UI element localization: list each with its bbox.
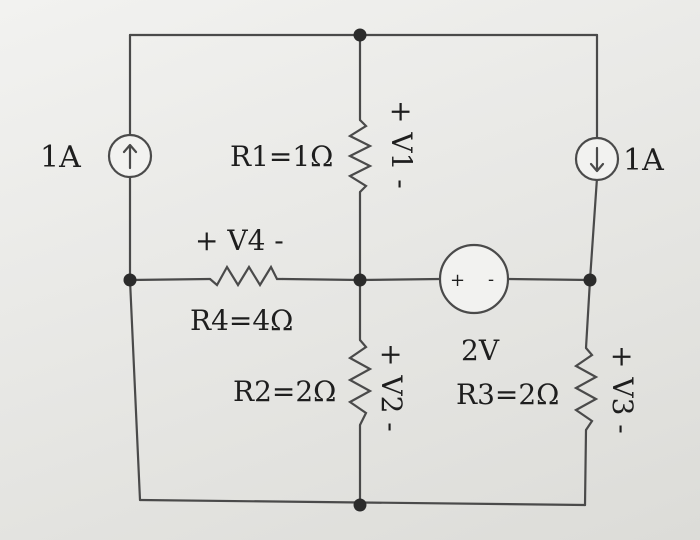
node-left (123, 273, 137, 287)
source-left-label: 1A (40, 140, 81, 175)
wire-r3-to-bottom (583, 428, 588, 507)
v1-label: + V1 - (385, 100, 418, 189)
wire-right-mid (588, 176, 599, 282)
wire-left-lower (128, 278, 142, 502)
current-source-right (574, 136, 620, 182)
wire-r4-to-center (281, 277, 362, 282)
wire-vsrc-to-right (506, 277, 592, 282)
v4-label: + V4 - (195, 224, 284, 257)
resistor-r2 (347, 339, 373, 426)
node-right (583, 273, 597, 287)
v3-label: + V3 - (606, 345, 639, 434)
vsource-minus: - (488, 269, 494, 290)
voltage-source: + - (438, 243, 510, 315)
r2-label: R2=2Ω (233, 375, 336, 408)
wire-right-to-r3 (584, 278, 592, 350)
source-right-label: 1A (623, 143, 664, 178)
current-source-left (107, 133, 153, 179)
arrow-down-icon (589, 146, 605, 173)
node-top (353, 28, 367, 42)
r3-label: R3=2Ω (456, 378, 559, 411)
v2-label: + V2 - (375, 343, 408, 432)
resistor-r1 (347, 119, 373, 193)
nodes (123, 28, 597, 512)
vsource-plus: + (450, 270, 465, 291)
wire-center-to-vsrc (358, 277, 442, 282)
wires (128, 33, 599, 507)
r4-label: R4=4Ω (190, 304, 293, 337)
vsource-label: 2V (461, 334, 500, 367)
arrow-up-icon (122, 143, 138, 170)
r1-label: R1=1Ω (230, 140, 333, 173)
node-bottom (353, 498, 367, 512)
resistor-r3 (573, 347, 599, 431)
node-center (353, 273, 367, 287)
resistor-r4 (209, 264, 283, 288)
wire-left-to-r4 (128, 277, 212, 282)
